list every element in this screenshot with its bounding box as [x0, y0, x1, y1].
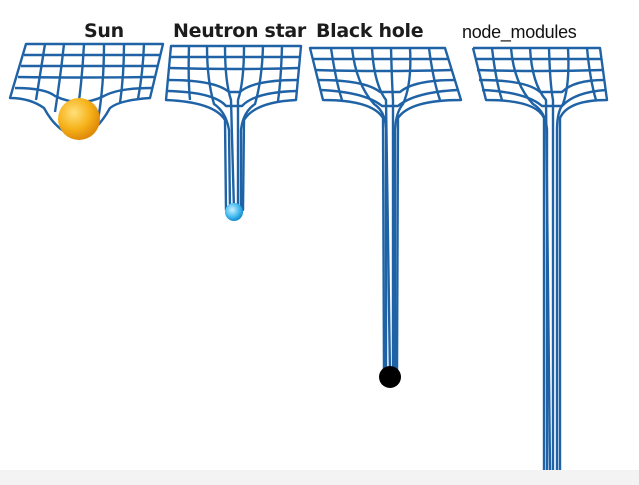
label-neutron-star: Neutron star — [173, 20, 306, 42]
sun-icon — [58, 98, 100, 140]
label-node-modules: node_modules — [462, 22, 577, 42]
meme-canvas: Sun Neutron star Black hole node_modules — [0, 0, 639, 470]
black-hole-icon — [379, 366, 401, 388]
spacetime-illustration — [8, 42, 609, 470]
label-sun: Sun — [84, 20, 124, 42]
neutron-star-spacetime-grid — [164, 44, 303, 212]
label-black-hole: Black hole — [316, 20, 424, 42]
black-hole-spacetime-grid — [308, 46, 463, 377]
node-modules-spacetime-grid — [471, 46, 609, 470]
neutron-star-icon — [225, 203, 243, 221]
